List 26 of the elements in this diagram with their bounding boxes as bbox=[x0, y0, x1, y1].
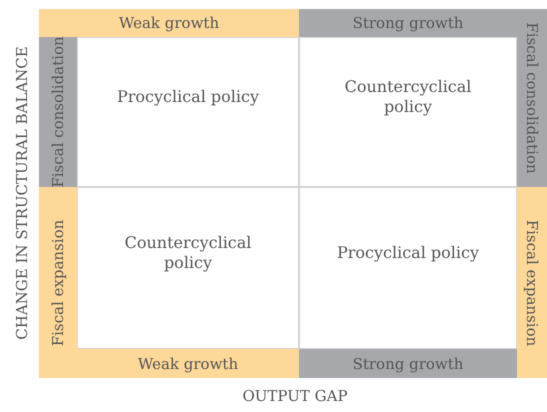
band-label: Strong growth bbox=[352, 14, 464, 32]
category-band bbox=[299, 349, 517, 378]
quadrant-label: Countercyclical policy bbox=[344, 77, 472, 117]
category-band bbox=[517, 187, 547, 378]
quadrant-cell bbox=[77, 187, 299, 349]
band-label: Fiscal consolidation bbox=[49, 36, 67, 188]
band-label: Fiscal expansion bbox=[523, 219, 541, 346]
band-label: Weak growth bbox=[138, 354, 238, 372]
category-band bbox=[517, 9, 547, 187]
category-band bbox=[299, 9, 517, 37]
band-label: Fiscal expansion bbox=[49, 219, 67, 346]
axis-title: OUTPUT GAP bbox=[242, 387, 348, 405]
quadrant-cell bbox=[299, 187, 517, 349]
axis-title: CHANGE IN STRUCTURAL BALANCE bbox=[13, 46, 31, 340]
category-band bbox=[39, 9, 299, 37]
quadrant-label: Procyclical policy bbox=[116, 87, 260, 107]
band-label: Strong growth bbox=[352, 354, 464, 372]
category-band bbox=[39, 37, 77, 187]
quadrant-cell bbox=[299, 37, 517, 187]
category-band bbox=[39, 187, 77, 378]
category-band bbox=[77, 349, 299, 378]
quadrant-cell bbox=[77, 37, 299, 187]
band-label: Weak growth bbox=[118, 14, 220, 32]
quadrant-label: Procyclical policy bbox=[336, 243, 480, 263]
band-label: Fiscal consolidation bbox=[523, 22, 541, 174]
quadrant-label: Countercyclical policy bbox=[124, 233, 252, 273]
